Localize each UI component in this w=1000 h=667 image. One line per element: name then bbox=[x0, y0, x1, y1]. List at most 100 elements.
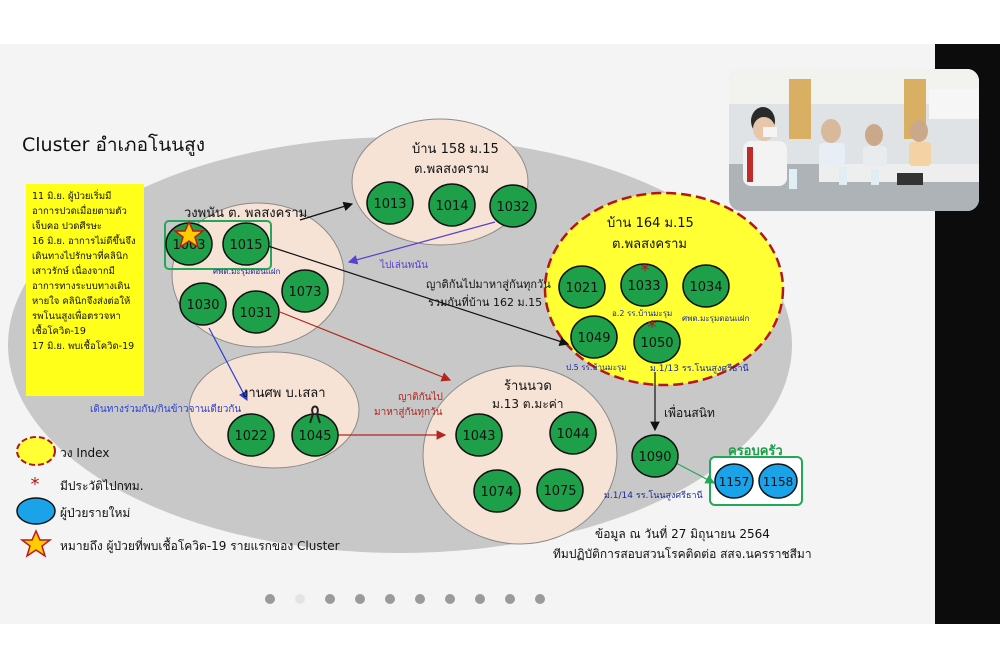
pager-dot[interactable] bbox=[325, 594, 335, 604]
case-id-label: 1043 bbox=[462, 429, 495, 444]
case-id-label: 1033 bbox=[627, 279, 660, 294]
case-id-label: 1031 bbox=[239, 306, 272, 321]
case-circle bbox=[281, 269, 329, 313]
timeline-line: 16 มิ.ย. อาการไม่ดีขึ้นจึง bbox=[32, 236, 136, 247]
case-node-1075: 1075 bbox=[536, 468, 584, 512]
case-node-1034: 1034 bbox=[682, 264, 730, 308]
case-node-1015: 1015 bbox=[222, 222, 270, 266]
timeline-line: เดินทางไปรักษาที่คลินิก bbox=[32, 251, 129, 262]
case-node-1030: 1030 bbox=[179, 282, 227, 326]
case-node-1090: 1090 bbox=[631, 434, 679, 478]
case-node-1074: 1074 bbox=[473, 469, 521, 513]
legend-index-icon bbox=[16, 436, 56, 466]
case-node-1049: 1049 bbox=[570, 315, 618, 359]
case-id-label: 1044 bbox=[556, 427, 589, 442]
case-node-1044: 1044 bbox=[549, 411, 597, 455]
pager-dot[interactable] bbox=[445, 594, 455, 604]
pager-dot[interactable] bbox=[505, 594, 515, 604]
case-node-1045: 1045 bbox=[291, 413, 339, 457]
timeline-line: เชื้อโควิด-19 bbox=[32, 326, 86, 337]
case-node-1031: 1031 bbox=[232, 290, 280, 334]
case-label-1090: ม.1/14 รร.โนนสูงศรีธานี bbox=[604, 491, 703, 501]
edge-label-relatives-line2: รวมกันที่บ้าน 162 ม.15 bbox=[428, 296, 543, 309]
case-node-1050: 1050 bbox=[633, 320, 681, 364]
bangkok-mark-1033: * bbox=[641, 260, 650, 281]
video-scene bbox=[729, 69, 979, 211]
case-circle bbox=[536, 468, 584, 512]
first-case-star bbox=[172, 220, 206, 249]
case-id-label: 1015 bbox=[229, 238, 262, 253]
pager-dot[interactable] bbox=[385, 594, 395, 604]
case-node-1032: 1032 bbox=[489, 184, 537, 228]
slide-title: Cluster อำเภอโนนสูง bbox=[22, 134, 206, 156]
case-circle bbox=[428, 183, 476, 227]
edge-1015-to-ban164 bbox=[267, 245, 570, 346]
case-id-label: 1157 bbox=[719, 475, 750, 489]
case-circle bbox=[558, 265, 606, 309]
case-id-label: 1030 bbox=[186, 298, 219, 313]
case-id-label: 1034 bbox=[689, 280, 722, 295]
legend-first-case-label: หมายถึง ผู้ป่วยที่พบเชื้อโควิด-19 รายแรก… bbox=[60, 539, 340, 553]
case-node-1158: 1158 bbox=[758, 463, 798, 499]
group-title-massage-line1: ร้านนวด bbox=[504, 379, 552, 394]
index-pair-box bbox=[164, 220, 272, 270]
legend-star-icon bbox=[19, 529, 53, 558]
case-circle bbox=[222, 222, 270, 266]
case-id-label: 1074 bbox=[480, 485, 513, 500]
pager-dot[interactable] bbox=[475, 594, 485, 604]
edge-ban158-to-wongpanan bbox=[347, 221, 496, 265]
pager-dot[interactable] bbox=[415, 594, 425, 604]
timeline-line: อาการปวดเมื่อยตามตัว bbox=[32, 206, 127, 217]
group-note-wongpanan: ศพด.มะรุมดอนแฝก bbox=[213, 267, 281, 276]
pager-dot[interactable] bbox=[535, 594, 545, 604]
case-circle bbox=[570, 315, 618, 359]
case-id-label: 1013 bbox=[373, 197, 406, 212]
legend-bangkok-label: มีประวัติไปกทม. bbox=[60, 479, 144, 493]
pager-dot[interactable] bbox=[355, 594, 365, 604]
timeline-box: 11 มิ.ย. ผู้ป่วยเริ่มมี อาการปวดเมื่อยตา… bbox=[26, 184, 144, 396]
case-node-1073: 1073 bbox=[281, 269, 329, 313]
case-id-label: 1022 bbox=[234, 429, 267, 444]
legend-new-patient-label: ผู้ป่วยรายใหม่ bbox=[60, 506, 131, 520]
case-circle bbox=[714, 463, 754, 499]
case-node-1157: 1157 bbox=[714, 463, 754, 499]
video-thumbnail[interactable] bbox=[729, 69, 979, 211]
timeline-line: รพโนนสูงเพื่อตรวจหา bbox=[32, 311, 121, 322]
slide-pager bbox=[265, 594, 545, 604]
case-circle bbox=[232, 290, 280, 334]
case-id-label: 1158 bbox=[763, 475, 794, 489]
timeline-line: อาการทางระบบทางเดิน bbox=[32, 281, 130, 292]
case-circle bbox=[179, 282, 227, 326]
edge-label-massage-rel-line1: ญาติกันไป bbox=[398, 392, 443, 403]
legend-index-label: วง Index bbox=[60, 446, 110, 460]
source-line-1: ข้อมูล ณ วันที่ 27 มิถุนายน 2564 bbox=[595, 527, 770, 541]
timeline-line: หายใจ คลินิกจึงส่งต่อให้ bbox=[32, 296, 131, 307]
case-circle bbox=[620, 263, 668, 307]
pager-dot-active[interactable] bbox=[295, 594, 305, 604]
group-title-ban164-line2: ต.พลสงคราม bbox=[612, 237, 687, 252]
timeline-line: 17 มิ.ย. พบเชื้อโควิด-19 bbox=[32, 341, 135, 352]
case-id-label: 1014 bbox=[435, 199, 468, 214]
case-id-label: 1073 bbox=[288, 285, 321, 300]
edge-label-relatives-line1: ญาติกันไปมาหาสู่กันทุกวัน bbox=[426, 278, 551, 291]
case-id-label: 1075 bbox=[543, 484, 576, 499]
edge-label-gamble: ไปเล่นพนัน bbox=[380, 260, 429, 271]
case-circle bbox=[473, 469, 521, 513]
edge-1090-to-family bbox=[675, 462, 716, 484]
case-circle bbox=[631, 434, 679, 478]
group-title-ban164-line1: บ้าน 164 ม.15 bbox=[607, 216, 694, 231]
case-id-label: 1050 bbox=[640, 336, 673, 351]
timeline-line: เจ็บคอ ปวดศีรษะ bbox=[32, 221, 102, 232]
edge-1031-to-massage bbox=[279, 311, 452, 382]
group-title-wongpanan: วงพนัน ต. พลสงคราม bbox=[184, 206, 308, 221]
case-label-1034: ศพด.มะรุมดอนแฝก bbox=[682, 314, 750, 323]
group-title-family: ครอบครัว bbox=[728, 444, 783, 459]
pager-dot[interactable] bbox=[265, 594, 275, 604]
source-line-2: ทีมปฏิบัติการสอบสวนโรคติดต่อ สสจ.นครราชส… bbox=[553, 547, 812, 561]
timeline-line: 11 มิ.ย. ผู้ป่วยเริ่มมี bbox=[32, 191, 112, 202]
case-id-label: 1021 bbox=[565, 281, 598, 296]
case-node-1021: 1021 bbox=[558, 265, 606, 309]
case-id-label: 1032 bbox=[496, 200, 529, 215]
case-node-1022: 1022 bbox=[227, 413, 275, 457]
